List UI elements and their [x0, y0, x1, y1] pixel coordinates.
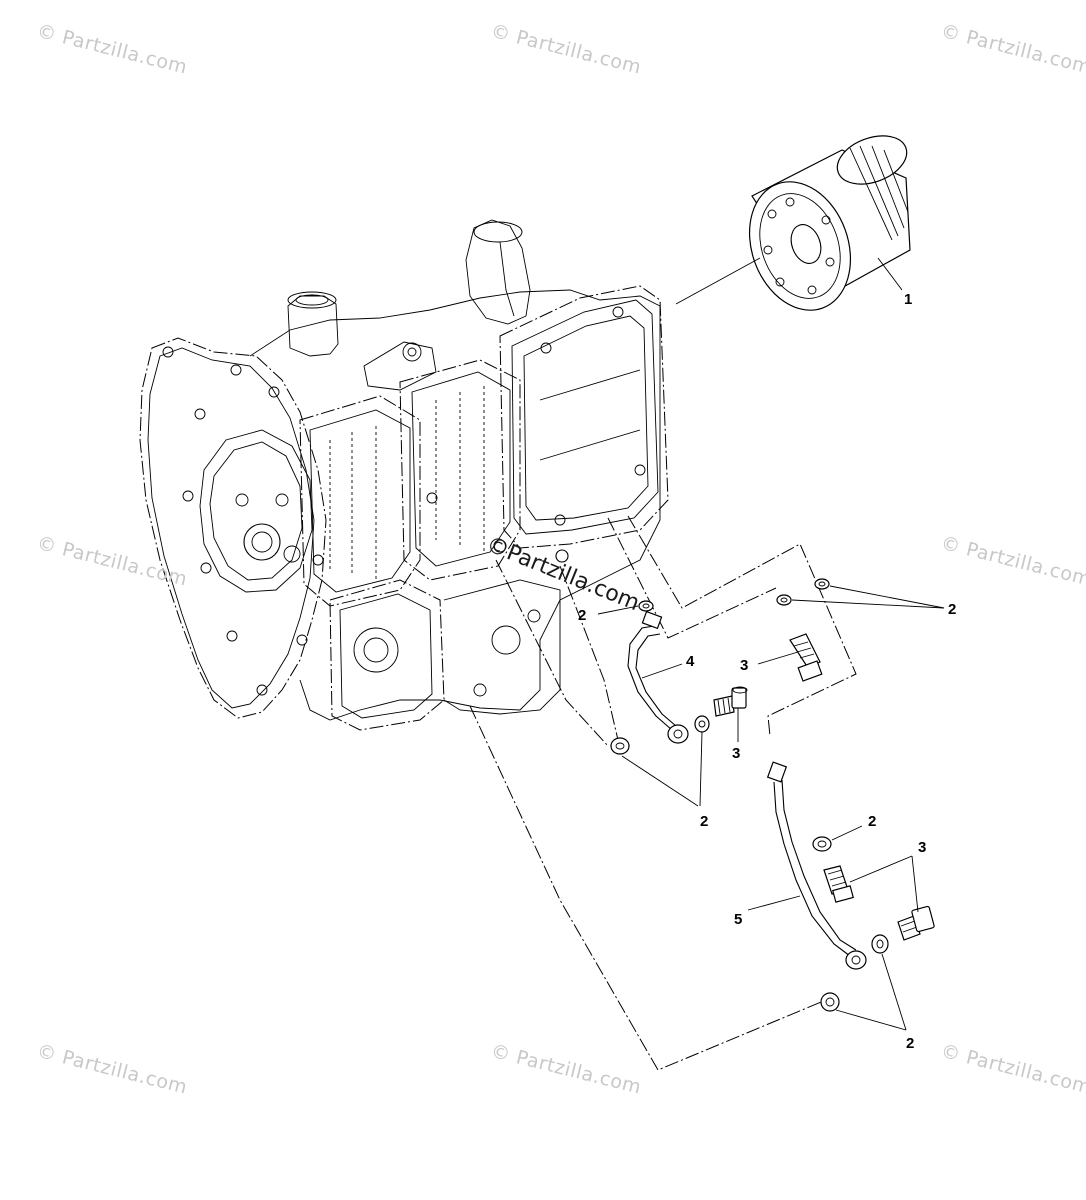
engine-crankcase [139, 219, 669, 731]
callout-label: 3 [740, 657, 748, 674]
callout-label: 3 [918, 839, 926, 856]
callout-label: 4 [686, 653, 695, 670]
callout-label: 2 [578, 607, 586, 624]
callout-label: 1 [904, 291, 912, 308]
callout-label: 2 [700, 813, 708, 830]
oil-line-lower-assembly: 5 2 3 2 [469, 705, 935, 1071]
callout-label: 2 [948, 601, 956, 618]
callout-label: 2 [906, 1035, 914, 1052]
callout-label: 2 [868, 813, 876, 830]
callout-label: 3 [732, 745, 740, 762]
oil-line-upper-assembly: 2 2 3 4 2 3 [495, 515, 956, 830]
oil-filter-part: 1 [675, 135, 912, 311]
callout-label: 5 [734, 911, 742, 928]
